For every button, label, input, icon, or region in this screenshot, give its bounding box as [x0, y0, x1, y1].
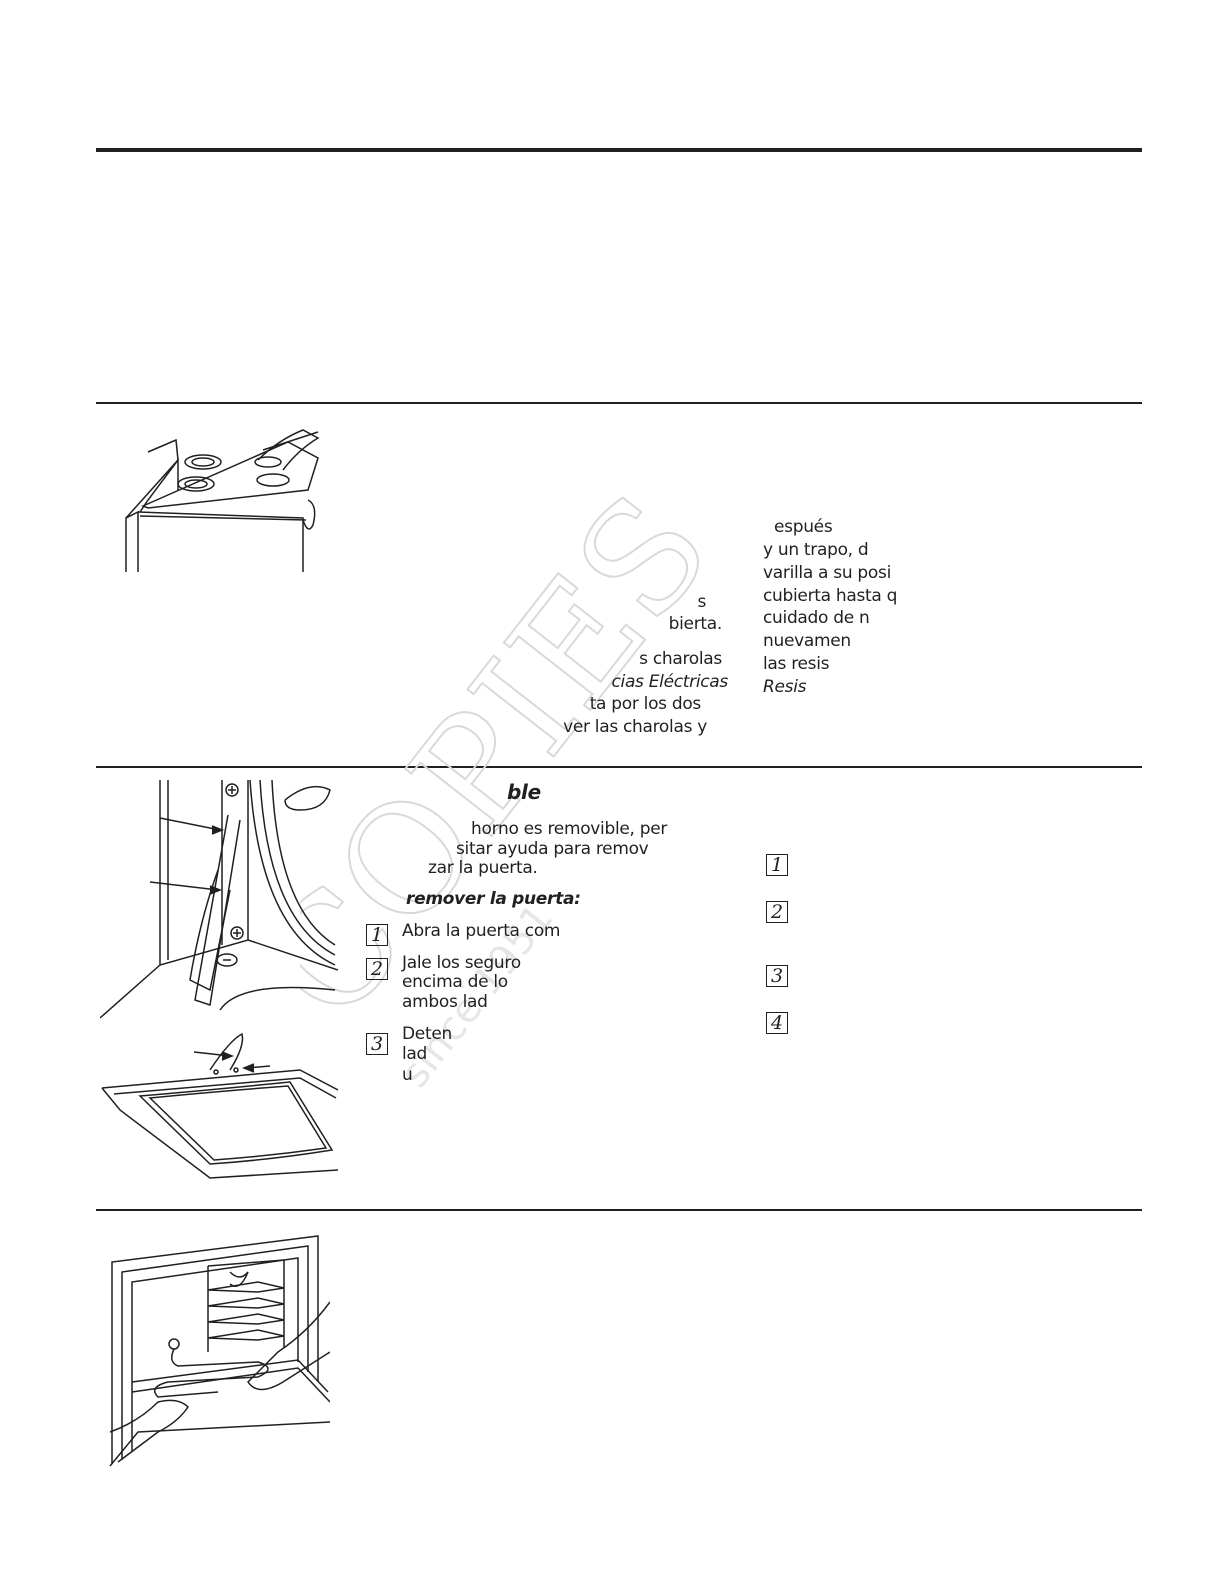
- section-divider-3: [96, 1209, 1142, 1211]
- s2-intro-line-1: horno es removible, per: [471, 819, 668, 839]
- s1-mid-line-3: s charolas: [639, 649, 722, 669]
- s1-mid-line-5: ta por los dos: [589, 694, 702, 714]
- s2-heading: ble: [507, 780, 541, 804]
- s2-intro-line-2: sitar ayuda para remov: [456, 839, 649, 859]
- step-2-line-1: Jale los seguro: [402, 953, 521, 973]
- step-2-line-3: ambos lad: [402, 992, 488, 1012]
- s2-subheading: remover la puerta:: [406, 889, 581, 909]
- s1-right-line-6: nuevamen: [763, 631, 851, 651]
- right-step-2-marker: 2: [766, 901, 788, 923]
- section-divider-1: [96, 402, 1142, 404]
- step-2-line-2: encima de lo: [402, 972, 508, 992]
- door-lock-illustration: [100, 1030, 338, 1190]
- section-divider-2: [96, 766, 1142, 768]
- right-step-4-marker: 4: [766, 1012, 788, 1034]
- step-2-marker: 2: [366, 958, 388, 980]
- s2-intro-line-3: zar la puerta.: [428, 858, 538, 878]
- step-1-marker: 1: [366, 924, 388, 946]
- s1-mid-line-4: cias Eléctricas: [611, 672, 728, 692]
- step-3-marker: 3: [366, 1033, 388, 1055]
- s1-mid-line-1: s: [697, 592, 706, 612]
- s1-right-line-3: varilla a su posi: [763, 563, 891, 583]
- s1-right-line-7: las resis: [763, 654, 830, 674]
- oven-interior-cleaning-illustration: [108, 1232, 330, 1468]
- s1-mid-line-2: bierta.: [668, 614, 723, 634]
- s1-right-line-4: cubierta hasta q: [763, 586, 898, 606]
- s1-right-line-8: Resis: [763, 677, 807, 697]
- s1-right-line-1: espués: [774, 517, 833, 537]
- step-3-line-1: Deten: [402, 1024, 452, 1044]
- right-step-1-marker: 1: [766, 854, 788, 876]
- right-step-3-marker: 3: [766, 965, 788, 987]
- step-1-line-1: Abra la puerta com: [402, 921, 561, 941]
- door-hinge-illustration: [100, 780, 338, 1020]
- s1-right-line-2: y un trapo, d: [763, 540, 869, 560]
- s1-right-line-5: cuidado de n: [763, 608, 870, 628]
- step-3-line-3: u: [402, 1065, 413, 1085]
- top-rule: [96, 148, 1142, 152]
- cooktop-lift-illustration: [118, 420, 338, 580]
- s1-mid-line-6: ver las charolas y: [563, 717, 707, 737]
- step-3-line-2: lad: [402, 1044, 428, 1064]
